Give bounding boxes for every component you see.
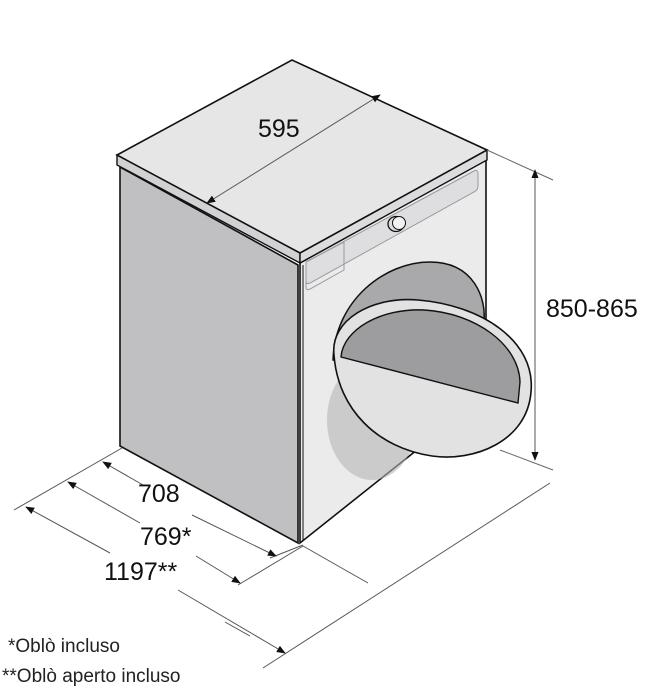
depth-dimensions — [13, 447, 551, 669]
appliance-body — [115, 59, 532, 545]
program-knob-icon — [387, 215, 406, 233]
footnote-door-included: *Oblò incluso — [8, 636, 120, 657]
depth-with-door-label: 769* — [140, 523, 192, 551]
height-label: 850-865 — [546, 295, 638, 323]
depth-door-open-label: 1197** — [104, 558, 178, 586]
height-dimension — [486, 149, 554, 471]
width-dimension — [206, 94, 381, 204]
control-panel-display — [305, 241, 345, 291]
side-panel — [119, 165, 299, 545]
door-glass — [340, 309, 521, 404]
width-label: 595 — [258, 115, 300, 143]
footnote-open-door-included: **Oblò aperto incluso — [2, 666, 181, 687]
depth-label: 708 — [138, 480, 180, 508]
